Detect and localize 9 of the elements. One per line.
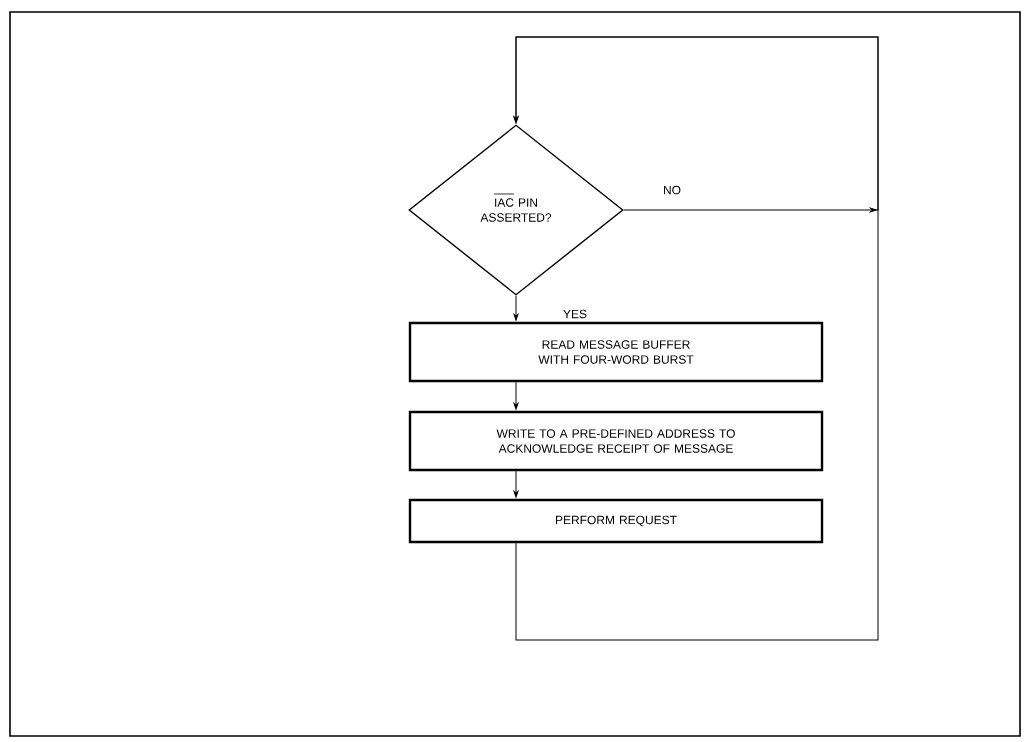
arrow: [513, 470, 519, 498]
arrow: [513, 36, 879, 213]
process-box: READ MESSAGE BUFFER WITH FOUR-WORD BURST: [408, 321, 824, 383]
process-box: WRITE TO A PRE-DEFINED ADDRESS TO ACKNOWLEDGE RECEIPT OF MESSAGE: [408, 410, 824, 472]
arrow: [513, 295, 519, 321]
process-box: PERFORM REQUEST: [408, 498, 824, 544]
edge-label: NO: [662, 184, 682, 196]
arrow: [513, 381, 519, 410]
edge-label: YES: [562, 308, 588, 320]
